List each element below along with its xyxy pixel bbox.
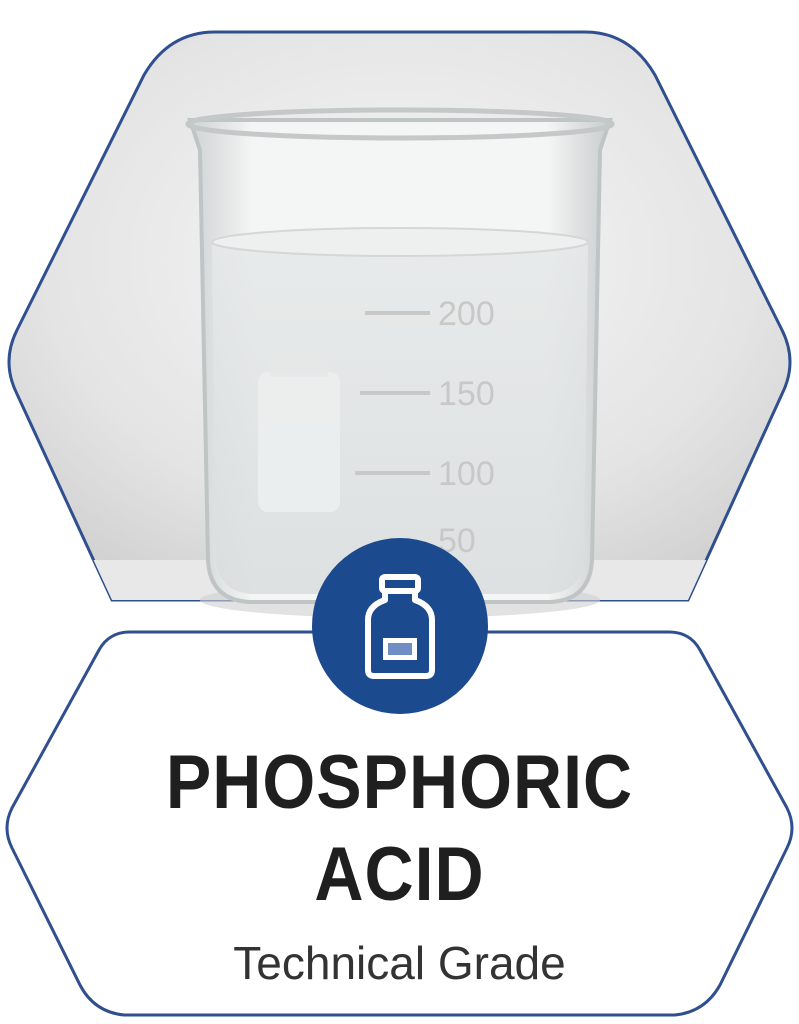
product-grade: Technical Grade: [233, 937, 566, 989]
product-name-line-1: PHOSPHORIC: [165, 739, 634, 825]
graduation-label: 150: [438, 375, 495, 413]
bottom-hexagon: [5, 630, 794, 1017]
graduation-label: 200: [438, 295, 495, 333]
graduation-label: 100: [438, 455, 495, 493]
beaker-illustration: 200 150 100 50: [185, 107, 615, 618]
bottle-icon: [365, 574, 435, 679]
badge: [312, 538, 488, 714]
product-name-line-2: ACID: [314, 831, 485, 917]
